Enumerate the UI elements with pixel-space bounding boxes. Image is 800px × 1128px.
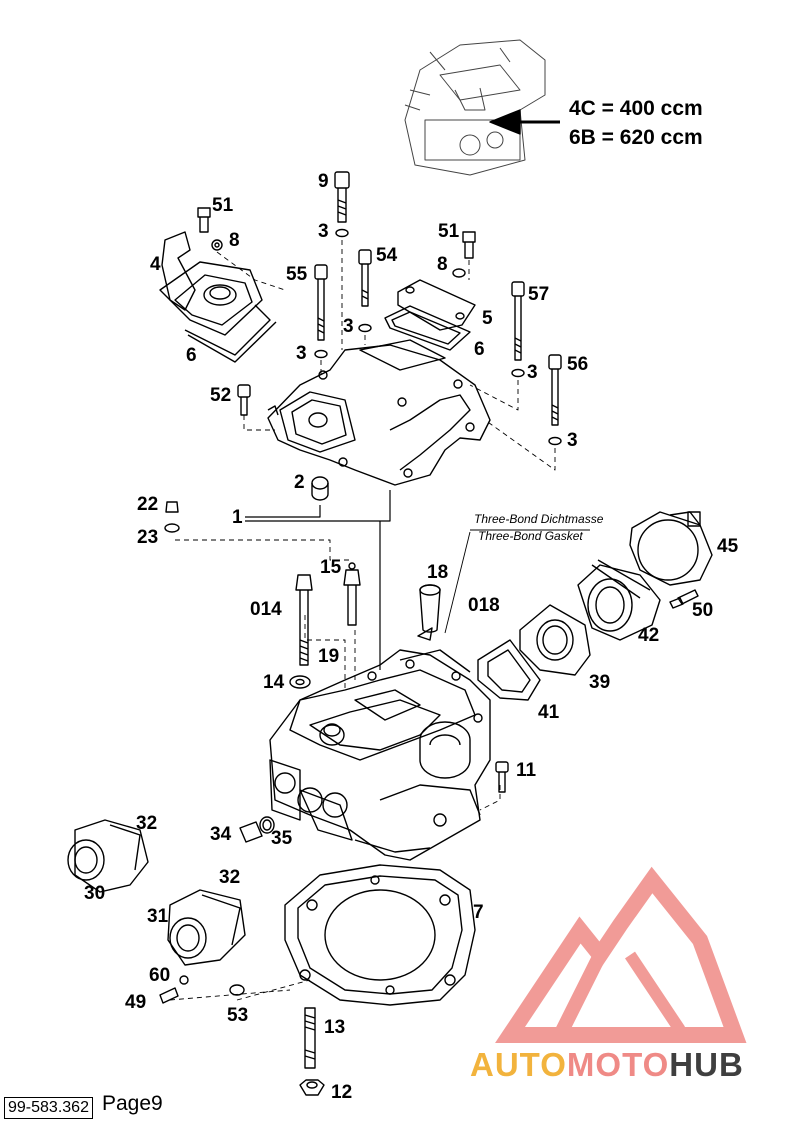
callout-5: 5 [482, 308, 493, 329]
gasket-41 [477, 639, 541, 701]
part-18 [417, 584, 441, 641]
callout-3: 3 [318, 221, 329, 242]
callout-31: 31 [147, 906, 169, 927]
sealant-note-english: Three-Bond Gasket [478, 529, 583, 543]
sealant-note-german: Three-Bond Dichtmasse [474, 512, 604, 526]
dowel-2 [311, 476, 329, 490]
callout-8: 8 [437, 254, 448, 275]
screw-51-right [462, 231, 476, 259]
cylinder-head [269, 649, 491, 861]
bolt-56 [548, 354, 562, 426]
callout-45: 45 [717, 536, 739, 557]
callout-6: 6 [474, 339, 485, 360]
flange-39 [519, 604, 591, 676]
watermark-part-hub: HUB [669, 1046, 744, 1083]
watermark-logo [495, 866, 747, 1043]
callout-60: 60 [149, 965, 171, 986]
bolt-11 [495, 761, 509, 793]
callout-9: 9 [318, 171, 329, 192]
callout-53: 53 [227, 1005, 249, 1026]
callout-52: 52 [210, 385, 232, 406]
watermark-part-moto: MOTO [566, 1046, 670, 1083]
bolt-9 [334, 171, 350, 223]
callout-14: 14 [263, 672, 285, 693]
callout-50: 50 [692, 600, 714, 621]
intake-elbow-30 [67, 819, 149, 893]
callout-51: 51 [212, 195, 234, 216]
valve-cover [267, 339, 491, 486]
callout-57: 57 [528, 284, 550, 305]
bolt-54 [358, 249, 372, 307]
spec-4c: 4C = 400 ccm [569, 97, 703, 120]
watermark-brand: AUTOMOTOHUB [470, 1046, 744, 1084]
part-15 [343, 562, 361, 626]
stud-13 [304, 1007, 316, 1069]
washer-8-left [211, 239, 223, 251]
callout-35: 35 [271, 828, 293, 849]
callout-30: 30 [84, 883, 106, 904]
callout-49: 49 [125, 992, 147, 1013]
callout-3: 3 [527, 362, 538, 383]
bolt-57 [511, 281, 525, 361]
part-014 [295, 574, 313, 666]
document-code: 99-583.362 [4, 1097, 93, 1119]
callout-42: 42 [638, 625, 660, 646]
callout-3: 3 [296, 343, 307, 364]
callout-51: 51 [438, 221, 460, 242]
callout-39: 39 [589, 672, 611, 693]
callout-32: 32 [219, 867, 241, 888]
callout-1: 1 [232, 507, 243, 528]
callout-15: 15 [320, 557, 342, 578]
callout-41: 41 [538, 702, 560, 723]
cover-plate-5 [397, 279, 476, 331]
callout-11: 11 [516, 760, 537, 781]
callout-18: 18 [427, 562, 449, 583]
gasket-6-right [384, 305, 471, 351]
callout-4: 4 [150, 254, 161, 275]
callout-8: 8 [229, 230, 240, 251]
callout-3: 3 [567, 430, 578, 451]
callout-19: 19 [318, 646, 340, 667]
page-number: Page9 [102, 1092, 163, 1115]
callout-56: 56 [567, 354, 589, 375]
intake-elbow-31 [167, 889, 246, 966]
callout-018: 018 [468, 595, 500, 616]
callout-7: 7 [473, 902, 484, 923]
hose-clamp-45 [629, 511, 713, 586]
callout-3: 3 [343, 316, 354, 337]
callout-23: 23 [137, 527, 159, 548]
callout-2: 2 [294, 472, 305, 493]
bolt-55 [314, 264, 328, 341]
head-gasket-7 [284, 864, 476, 1006]
callout-34: 34 [210, 824, 232, 845]
engine-location-thumbnail [404, 39, 546, 176]
callout-6: 6 [186, 345, 197, 366]
watermark-part-auto: AUTO [470, 1046, 567, 1083]
callout-13: 13 [324, 1017, 346, 1038]
spec-6b: 6B = 620 ccm [569, 126, 703, 149]
callout-32: 32 [136, 813, 158, 834]
screw-51-left [197, 207, 211, 233]
callout-55: 55 [286, 264, 308, 285]
callout-22: 22 [137, 494, 159, 515]
callout-54: 54 [376, 245, 398, 266]
callout-014: 014 [250, 599, 282, 620]
bolt-52 [237, 384, 251, 416]
callout-12: 12 [331, 1082, 353, 1103]
screw-50 [669, 589, 699, 609]
intake-rubber-42 [577, 559, 661, 641]
water-pump-cover [159, 231, 277, 363]
